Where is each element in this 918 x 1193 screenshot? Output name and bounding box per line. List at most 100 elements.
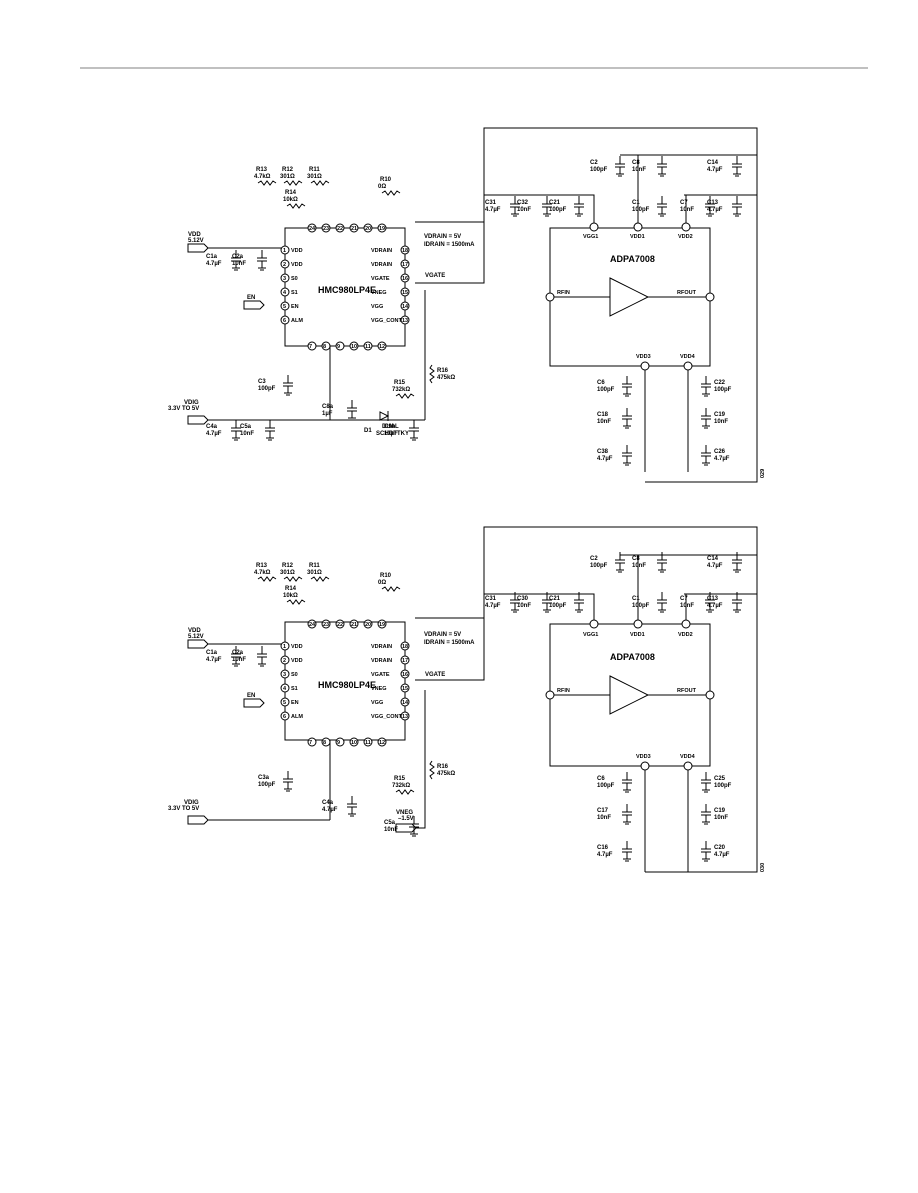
pin-label-16: VGATE [371, 276, 390, 282]
schematic-b: HMC980LP4E ADPA7008 RFIN RFOUT VGG1 VDD1… [168, 526, 766, 873]
cap-c13-value: 4.7µF [707, 207, 723, 213]
cap-c21-value: 100pF [549, 207, 567, 213]
cap-c2a-ref: C2a [232, 254, 244, 260]
cap-c8-ref: C8 [632, 160, 640, 166]
cap-c4a-ref: C4a [322, 800, 334, 806]
vdd-supply-label: VDD [188, 628, 201, 634]
vdig-label: VDIG [184, 800, 199, 806]
pin-label-16: VGATE [371, 672, 390, 678]
pin-10: 10 [351, 740, 357, 746]
vgate-label: VGATE [425, 273, 445, 279]
pin-2: 2 [283, 658, 286, 664]
vdig-value: 3.3V TO 5V [168, 406, 199, 412]
vdd-supply-label: VDD [188, 232, 201, 238]
pin-label-17: VDRAIN [371, 658, 392, 664]
cap-c1-ref: C1 [632, 596, 640, 602]
amplifier-label: ADPA7008 [610, 254, 655, 264]
pin-24: 24 [309, 622, 316, 628]
cap-c32-ref: C32 [517, 200, 529, 206]
cap-c31-ref: C31 [485, 596, 497, 602]
cap-c21-ref: C21 [549, 596, 561, 602]
pin-6: 6 [283, 318, 286, 324]
rfout-label: RFOUT [677, 290, 697, 296]
pin-14: 14 [402, 700, 409, 706]
pin-22: 22 [337, 226, 343, 232]
resistor-r12-value: 301Ω [280, 174, 295, 180]
vdd3-label: VDD3 [636, 754, 651, 760]
pin-label-17: VDRAIN [371, 262, 392, 268]
resistor-r13-ref: R13 [256, 563, 268, 569]
cap-c2-value: 100pF [590, 167, 608, 173]
schottky-diode [379, 411, 390, 421]
resistor-r15-ref: R15 [394, 776, 406, 782]
cap-c1-value: 100pF [632, 603, 650, 609]
pin-label-6: ALM [291, 318, 303, 324]
amplifier-triangle [609, 675, 650, 715]
cap-c5a-value: 10nF [384, 827, 398, 833]
pin-10: 10 [351, 344, 357, 350]
resistor-r11-value: 301Ω [307, 570, 322, 576]
cap-c14-value: 4.7µF [707, 563, 723, 569]
resistor-r13-value: 4.7kΩ [254, 570, 271, 576]
pin-17: 17 [402, 262, 408, 268]
cap-c3-value: 100pF [258, 386, 276, 392]
cap-c1a-value: 4.7µF [206, 657, 222, 663]
pin-9: 9 [337, 344, 340, 350]
pin-label-1: VDD [291, 644, 303, 650]
pin-18: 18 [402, 644, 408, 650]
pin-13: 13 [402, 714, 408, 720]
cap-c16-ref: C16 [597, 845, 609, 851]
resistor-r11-value: 301Ω [307, 174, 322, 180]
resistor-r11-ref: R11 [309, 167, 320, 173]
cap-c2a-value: 10nF [232, 657, 246, 663]
pin-1: 1 [283, 644, 286, 650]
cap-c3a-ref: C3a [258, 775, 270, 781]
cap-c19-ref: C19 [714, 808, 726, 814]
pin-23: 23 [323, 226, 329, 232]
cap-c25-ref: C25 [714, 776, 726, 782]
cap-c5a-ref: C5a [384, 820, 396, 826]
pin-4: 4 [283, 686, 287, 692]
idrain-note: IDRAIN = 1500mA [424, 242, 475, 248]
cap-c30-value: 10nF [517, 603, 531, 609]
pin-18: 18 [402, 248, 408, 254]
hmc980-ic [284, 621, 406, 741]
pin-17: 17 [402, 658, 408, 664]
vdd4-label: VDD4 [680, 754, 696, 760]
cap-c8-value: 10nF [632, 167, 646, 173]
cap-c16-value: 4.7µF [597, 852, 613, 858]
idrain-note: IDRAIN = 1500mA [424, 640, 475, 646]
pin-label-13: VGG_CONT [371, 714, 403, 720]
pin-3: 3 [283, 672, 286, 678]
resistor-r14-ref: R14 [285, 190, 297, 196]
cap-c6-ref: C6 [597, 380, 605, 386]
figure-id: 029 [760, 469, 766, 478]
pin-label-2: VDD [291, 658, 303, 664]
pin-label-14: VGG [371, 700, 383, 706]
cap-c2a-value: 10nF [232, 261, 246, 267]
